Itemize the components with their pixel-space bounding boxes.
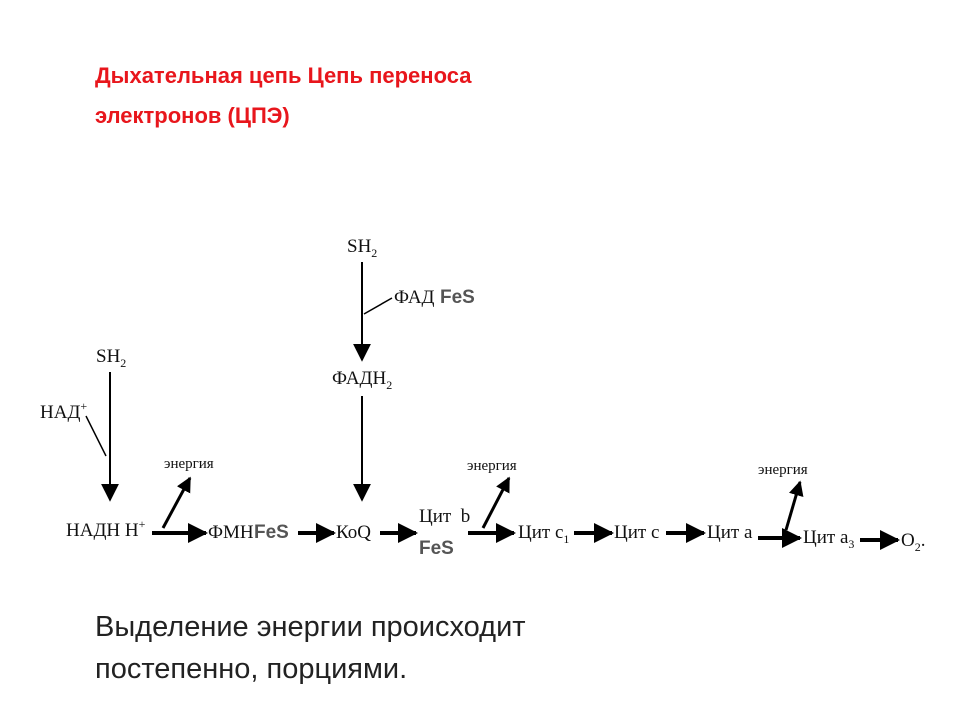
caption-line-1: Выделение энергии происходит (95, 611, 526, 643)
cyt-b-label: Цит b (419, 506, 470, 527)
fes-label-1: FeS (440, 287, 475, 308)
energy-arrow-1 (161, 476, 192, 529)
cyt-c1-label: Цит с1 (518, 522, 569, 546)
cyt-a3-label: Цит а3 (803, 527, 854, 551)
nad-cofactor-line (85, 415, 107, 457)
fes-label-3: FeS (419, 538, 454, 559)
fmn-label: ФМН (208, 522, 254, 543)
energy-label-2: энергия (467, 458, 517, 474)
energy-arrow-2 (481, 476, 511, 529)
fes-label-2: FeS (254, 522, 289, 543)
fad-label: ФАД (394, 287, 435, 308)
fadh2-label: ФАДН2 (332, 368, 392, 392)
title-line-2: электронов (ЦПЭ) (95, 103, 290, 128)
slide-caption: Выделение энергии происходит постепенно,… (95, 606, 795, 690)
slide-title: Дыхательная цепь Цепь переноса электроно… (95, 56, 795, 136)
caption-line-2: постепенно, порциями. (95, 653, 408, 685)
sh2-left-label: SH2 (96, 346, 126, 370)
o2-label: O2. (901, 530, 925, 554)
fad-cofactor-line (363, 297, 393, 315)
energy-arrow-3 (784, 480, 804, 531)
cyt-c-label: Цит с (614, 522, 659, 543)
cyt-a-label: Цит а (707, 522, 753, 543)
nad-plus-label: НАД+ (40, 399, 87, 423)
nadh-label: НАДН Н+ (66, 517, 146, 541)
sh2-top-label: SH2 (347, 236, 377, 260)
title-line-1: Дыхательная цепь Цепь переноса (95, 63, 472, 88)
energy-label-3: энергия (758, 462, 808, 478)
koq-label: КоQ (336, 522, 371, 543)
energy-label-1: энергия (164, 456, 214, 472)
